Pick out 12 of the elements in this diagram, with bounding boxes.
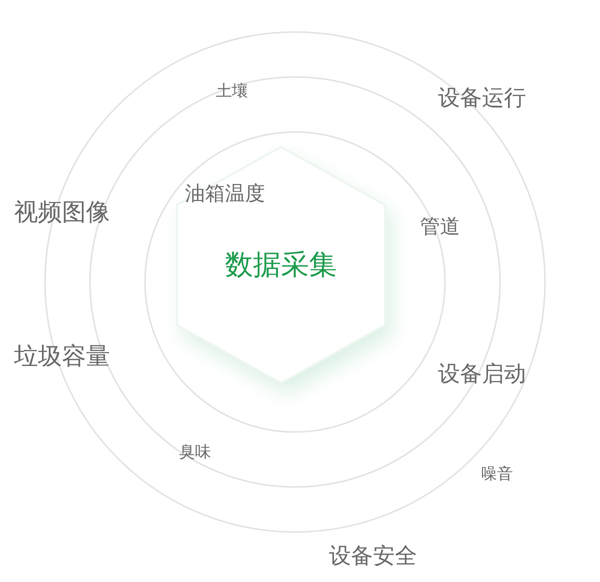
category-label: 设备运行 — [438, 86, 526, 112]
category-label: 视频图像 — [14, 198, 110, 226]
category-label: 臭味 — [179, 443, 211, 461]
center-title: 数据采集 — [225, 247, 337, 283]
category-label: 噪音 — [481, 465, 513, 483]
category-label: 垃圾容量 — [14, 342, 110, 370]
hexagon-node — [175, 145, 387, 385]
category-label: 设备安全 — [329, 544, 417, 570]
category-label: 管道 — [420, 215, 460, 237]
category-label: 设备启动 — [438, 362, 526, 388]
category-label: 土壤 — [216, 82, 248, 100]
category-label: 油箱温度 — [185, 182, 265, 204]
